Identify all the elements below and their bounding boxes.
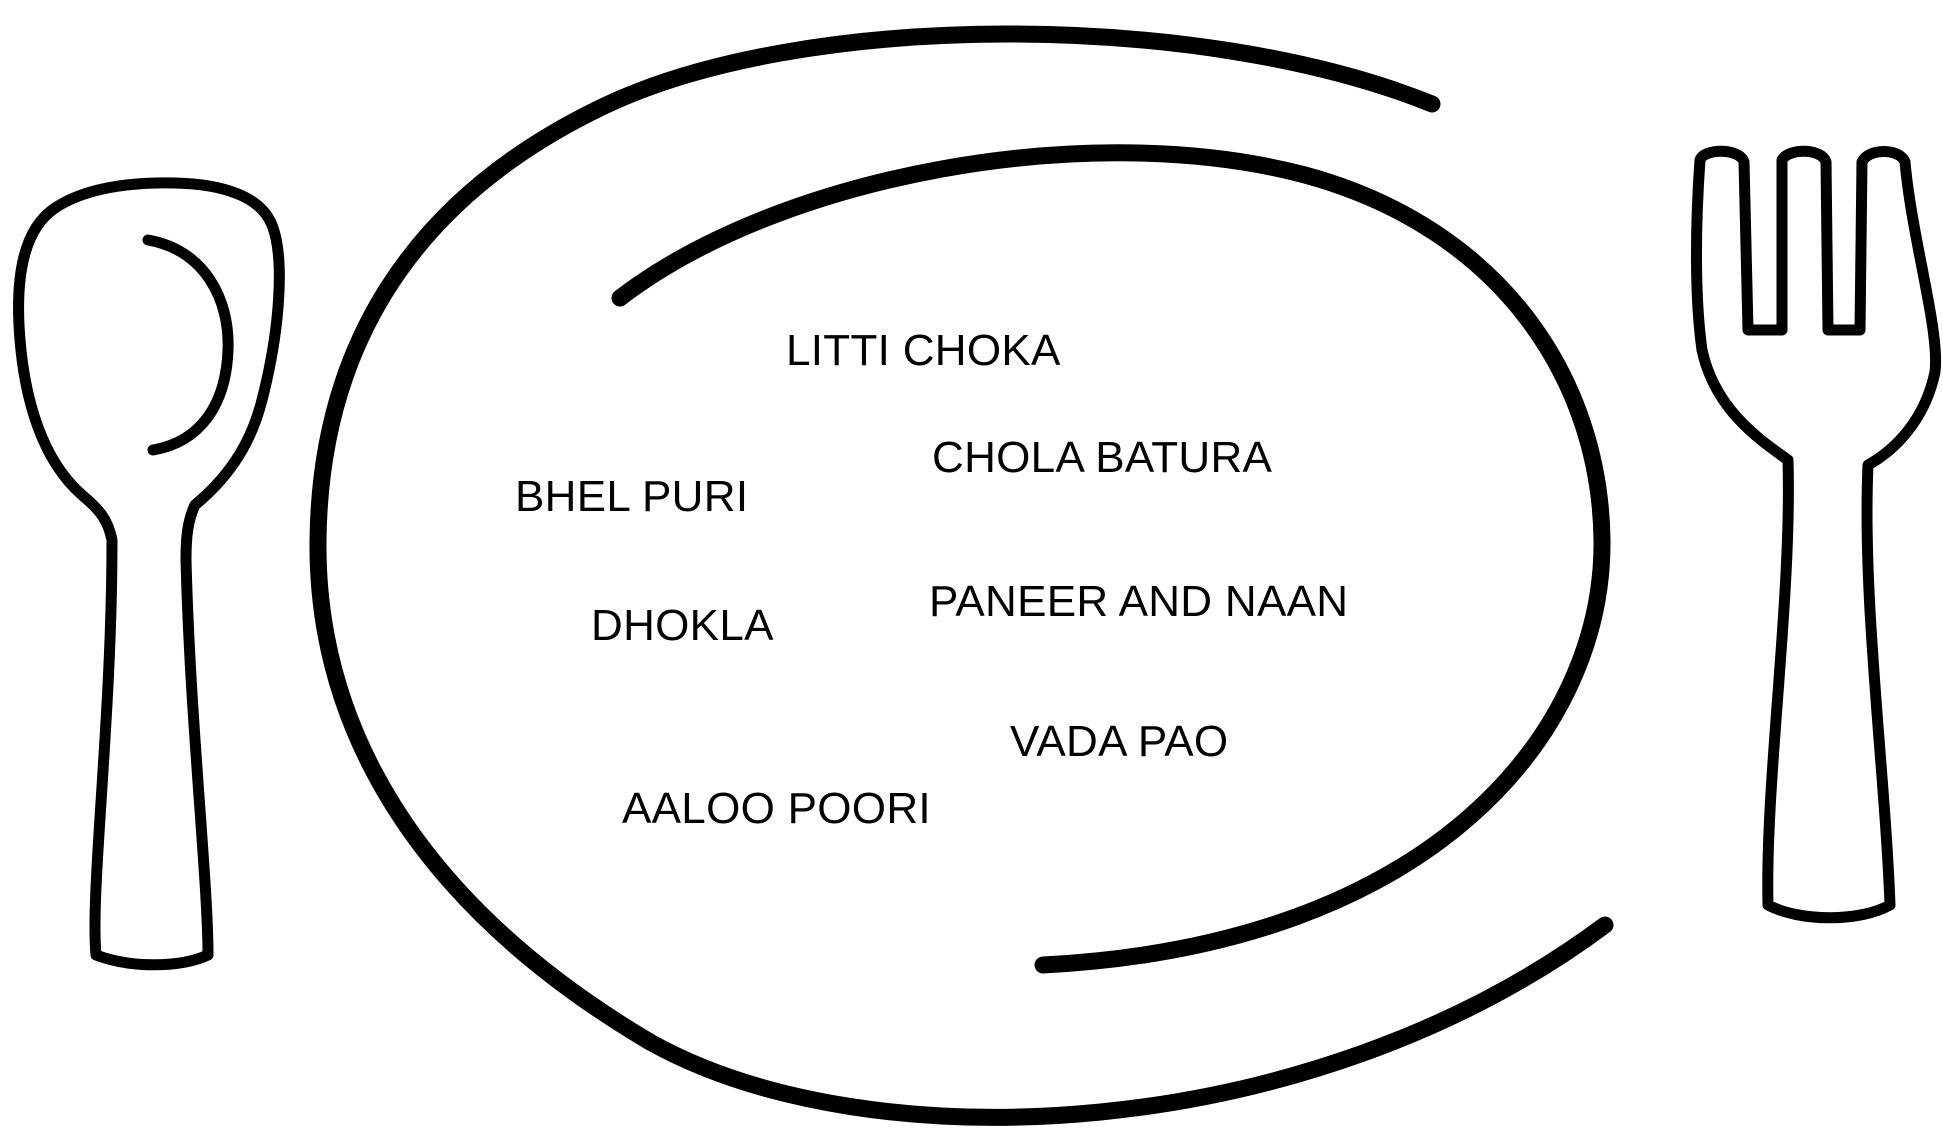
dish-label: BHEL PURI	[515, 475, 748, 519]
dish-label: DHOKLA	[591, 604, 774, 648]
fork-outline	[1696, 151, 1935, 918]
plate-outer-rim	[318, 34, 1605, 1117]
plate-icon	[318, 34, 1605, 1117]
dish-label: LITTI CHOKA	[786, 329, 1061, 373]
dish-label: VADA PAO	[1010, 720, 1228, 764]
dish-label: CHOLA BATURA	[932, 436, 1272, 480]
dish-label: PANEER AND NAAN	[929, 580, 1348, 624]
spoon-icon	[19, 183, 280, 965]
spoon-outline	[19, 183, 280, 965]
dish-label: AALOO POORI	[622, 787, 931, 831]
plate-inner-rim	[620, 153, 1602, 965]
spoon-highlight	[148, 240, 228, 450]
fork-icon	[1696, 151, 1935, 918]
